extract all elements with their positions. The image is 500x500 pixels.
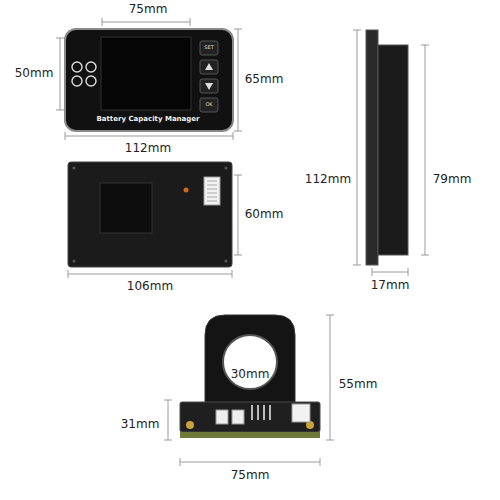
dimension-label: 75mm bbox=[231, 469, 270, 482]
screw bbox=[224, 166, 227, 169]
touch-icon bbox=[86, 76, 96, 86]
sensor-connector bbox=[292, 404, 310, 422]
screw bbox=[72, 166, 75, 169]
pcb-edge bbox=[180, 432, 320, 438]
dimension-line bbox=[102, 18, 190, 26]
dimension-line bbox=[180, 458, 320, 466]
up-arrow bbox=[205, 63, 213, 70]
dimension-line bbox=[164, 400, 172, 440]
dimension-label: 60mm bbox=[245, 208, 284, 221]
touch-icons bbox=[72, 62, 96, 86]
touch-icon bbox=[86, 62, 96, 72]
screw bbox=[72, 259, 75, 262]
connector-pins bbox=[207, 181, 217, 201]
indicator-led bbox=[184, 188, 189, 193]
dimension-line bbox=[326, 315, 334, 440]
dimension-label: 30mm bbox=[231, 368, 270, 381]
side-body bbox=[378, 45, 408, 255]
dimension-label: 50mm bbox=[15, 67, 54, 80]
dimension-label: 75mm bbox=[129, 3, 168, 16]
dimension-line bbox=[56, 38, 64, 110]
dimension-line bbox=[65, 132, 233, 140]
sensor-core bbox=[205, 315, 295, 405]
down-arrow bbox=[205, 83, 213, 90]
sensor-leads bbox=[252, 405, 270, 420]
button-label: SET bbox=[204, 45, 213, 51]
touch-icon bbox=[72, 62, 82, 72]
mount-hole bbox=[186, 421, 194, 429]
display-front-bezel bbox=[65, 29, 233, 131]
button bbox=[200, 60, 218, 74]
dimension-line bbox=[234, 29, 242, 131]
dimension-line bbox=[234, 175, 242, 255]
dimension-lines bbox=[56, 18, 429, 466]
dimension-label: 17mm bbox=[371, 279, 410, 292]
sensor-hole bbox=[223, 335, 277, 389]
dimension-line bbox=[68, 270, 232, 278]
product-name: Battery Capacity Manager bbox=[96, 116, 199, 124]
side-buttons bbox=[200, 41, 218, 112]
dimension-label: 65mm bbox=[245, 73, 284, 86]
dimension-label: 31mm bbox=[121, 418, 160, 431]
button-label: OK bbox=[205, 102, 212, 108]
display-back-case bbox=[68, 162, 232, 267]
dimension-label: 79mm bbox=[433, 173, 472, 186]
pin bbox=[207, 181, 217, 201]
dimension-line bbox=[353, 30, 361, 265]
touch-icon bbox=[72, 76, 82, 86]
dimension-line bbox=[421, 45, 429, 255]
component bbox=[232, 410, 244, 424]
button bbox=[200, 98, 218, 112]
side-flange bbox=[366, 30, 378, 265]
dimension-label: 55mm bbox=[339, 378, 378, 391]
sensor-pcb bbox=[180, 402, 320, 432]
dimension-label: 112mm bbox=[305, 173, 351, 186]
display-screen bbox=[101, 37, 191, 110]
button bbox=[200, 79, 218, 93]
dimension-label: 112mm bbox=[125, 142, 171, 155]
component bbox=[216, 410, 228, 424]
back-panel bbox=[100, 183, 152, 233]
screw bbox=[224, 259, 227, 262]
button bbox=[200, 41, 218, 55]
dimension-line bbox=[372, 268, 408, 276]
connector-socket bbox=[204, 177, 220, 205]
dimension-label: 106mm bbox=[127, 280, 173, 293]
